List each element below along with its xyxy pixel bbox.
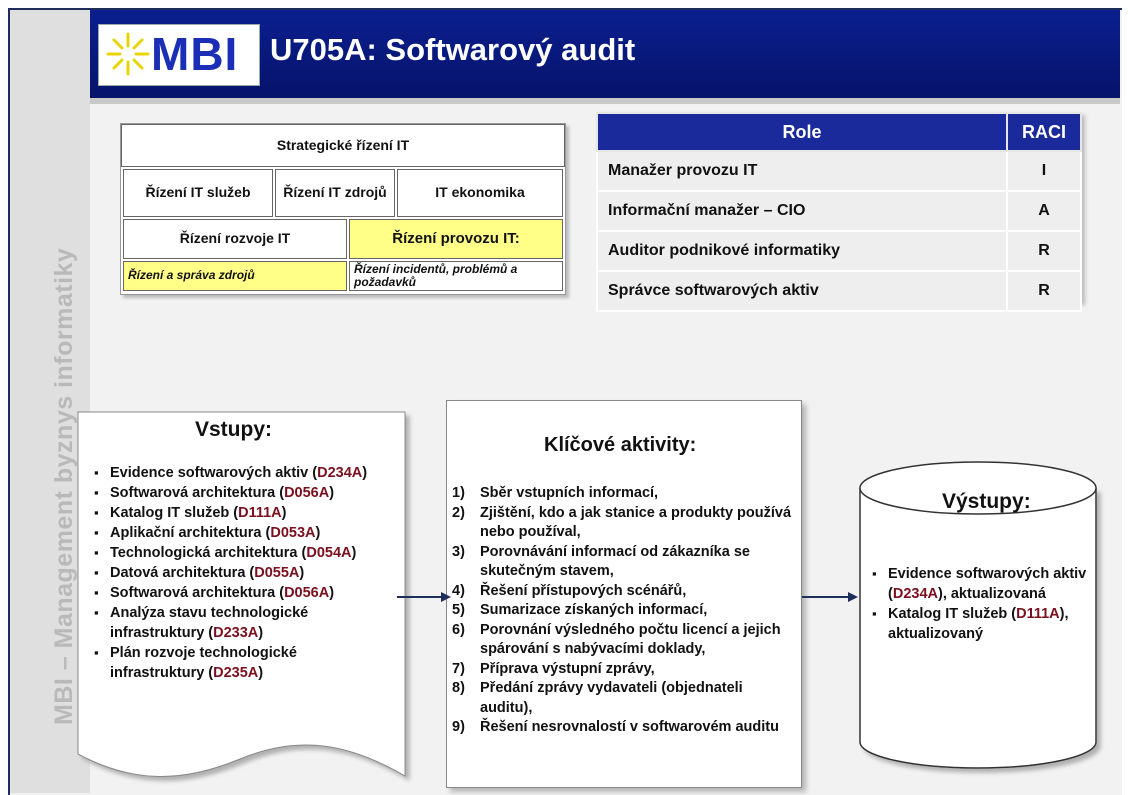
document-code: D054A: [306, 545, 352, 561]
raci-value: R: [1006, 230, 1082, 272]
sun-icon: [106, 32, 150, 76]
raci-value: R: [1006, 270, 1082, 312]
activity-item: 3)Porovnávání informací od zákazníka se …: [452, 543, 750, 580]
mbi-logo: MBI: [98, 24, 260, 86]
document-code: D055A: [254, 565, 300, 581]
list-item: Softwarová architektura (D056A): [92, 483, 388, 503]
raci-header-role: Role: [596, 112, 1008, 152]
list-item: Katalog IT služeb (D111A): [92, 503, 388, 523]
raci-role: Auditor podnikové informatiky: [596, 230, 1008, 272]
raci-role: Informační manažer – CIO: [596, 190, 1008, 232]
activity-item: 4)Řešení přístupových scénářů,: [452, 582, 687, 599]
table-row: Auditor podnikové informatiky R: [596, 230, 1082, 272]
header-bar: [90, 10, 1120, 98]
document-code: D111A: [238, 505, 282, 521]
raci-table: Role RACI Manažer provozu IT I Informačn…: [596, 112, 1082, 312]
side-band: [10, 10, 90, 793]
activity-item: 9)Řešení nesrovnalostí v softwarovém aud…: [452, 719, 779, 735]
list-item: Analýza stavu technologické infrastruktu…: [92, 603, 388, 643]
raci-role: Správce softwarových aktiv: [596, 270, 1008, 312]
activities-box: [446, 400, 802, 788]
document-code: D056A: [284, 585, 330, 601]
table-row: Správce softwarových aktiv R: [596, 270, 1082, 312]
list-item: Technologická architektura (D054A): [92, 543, 388, 563]
arrow-inputs-to-activities: [397, 592, 451, 602]
org-strategic: Strategické řízení IT: [121, 124, 565, 167]
document-code: D056A: [284, 485, 330, 501]
activity-item: 8)Předání zprávy vydavateli (objednateli…: [452, 680, 743, 716]
org-it-resources: Řízení IT zdrojů: [275, 169, 395, 217]
list-item: Plán rozvoje technologické infrastruktur…: [92, 643, 388, 683]
page-title: U705A: Softwarový audit: [270, 32, 636, 67]
document-code: D235A: [213, 665, 259, 681]
org-it-services: Řízení IT služeb: [123, 169, 273, 217]
org-it-economics: IT ekonomika: [397, 169, 563, 217]
activities-list: 1)Sběr vstupních informací, 2)Zjištění, k…: [452, 484, 792, 738]
document-code: D234A: [317, 465, 363, 481]
list-item: Evidence softwarových aktiv (D234A): [92, 463, 388, 483]
org-resource-management: Řízení a správa zdrojů: [123, 261, 347, 291]
table-row: Informační manažer – CIO A: [596, 190, 1082, 232]
list-item: Aplikační architektura (D053A): [92, 523, 388, 543]
list-item: Softwarová architektura (D056A): [92, 583, 388, 603]
raci-value: A: [1006, 190, 1082, 232]
org-chart: Strategické řízení IT Řízení IT služeb Ř…: [120, 123, 566, 295]
org-incident-management: Řízení incidentů, problémů a požadavků: [349, 261, 563, 291]
arrow-activities-to-outputs: [802, 592, 858, 602]
list-item: Katalog IT služeb (D111A), aktualizovaný: [870, 604, 1095, 644]
raci-role: Manažer provozu IT: [596, 150, 1008, 192]
outputs-title: Výstupy:: [942, 490, 1031, 513]
inputs-title: Vstupy:: [195, 418, 273, 441]
list-item: Evidence softwarových aktiv (D234A), akt…: [870, 564, 1095, 604]
logo-text: MBI: [151, 28, 239, 80]
activity-item: 7)Příprava výstupní zprávy,: [452, 660, 655, 677]
raci-value: I: [1006, 150, 1082, 192]
document-code: D053A: [270, 525, 316, 541]
document-code: D234A: [892, 586, 938, 602]
inputs-list: Evidence softwarových aktiv (D234A)Softw…: [92, 463, 388, 683]
activity-item: 1)Sběr vstupních informací,: [452, 485, 659, 501]
list-item: Datová architektura (D055A): [92, 563, 388, 583]
org-it-operations: Řízení provozu IT:: [349, 219, 563, 259]
document-code: D233A: [213, 625, 259, 641]
document-code: D111A: [1016, 606, 1060, 622]
activities-title: Klíčové aktivity:: [544, 434, 697, 456]
activity-item: 6)Porovnání výsledného počtu licencí a j…: [452, 621, 781, 658]
header-shadow: [90, 98, 1120, 104]
outputs-list: Evidence softwarových aktiv (D234A), akt…: [870, 564, 1095, 644]
activity-item: 5)Sumarizace získaných informací,: [452, 602, 708, 618]
activity-item: 2)Zjištění, kdo a jak stanice a produkty…: [452, 504, 792, 541]
raci-header-raci: RACI: [1006, 112, 1082, 152]
org-it-development: Řízení rozvoje IT: [123, 219, 347, 259]
table-row: Manažer provozu IT I: [596, 150, 1082, 192]
